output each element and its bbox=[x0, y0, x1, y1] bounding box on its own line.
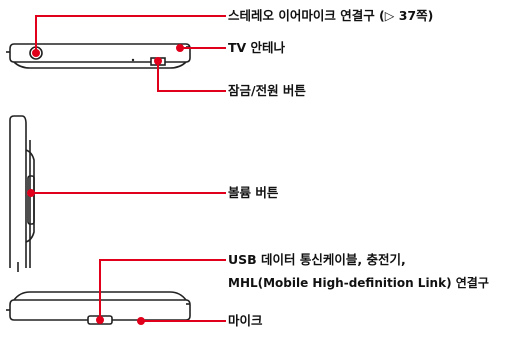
callout-stereo-jack bbox=[35, 15, 226, 53]
callout-dot-stereo-jack bbox=[32, 49, 40, 57]
callout-lines bbox=[27, 15, 226, 325]
label-volume: 볼륨 버튼 bbox=[228, 185, 279, 200]
callout-power-lock bbox=[157, 61, 226, 92]
label-tv-antenna: TV 안테나 bbox=[228, 40, 286, 55]
label-stereo-jack: 스테레오 이어마이크 연결구 (▷ 37쪽) bbox=[228, 8, 434, 23]
callout-dot-tv-antenna bbox=[176, 44, 184, 52]
label-usb-line2: MHL(Mobile High-definition Link) 연결구 bbox=[228, 276, 489, 290]
phone-side-view bbox=[9, 115, 35, 272]
label-mic: 마이크 bbox=[228, 313, 263, 328]
callout-dot-mic bbox=[137, 317, 145, 325]
volume-button-shape bbox=[27, 175, 35, 225]
callout-usb bbox=[99, 259, 226, 320]
label-usb-line1: USB 데이터 통신케이블, 충전기, bbox=[228, 252, 406, 267]
callout-dot-volume bbox=[27, 189, 35, 197]
label-power-lock: 잠금/전원 버튼 bbox=[228, 83, 306, 98]
callout-dot-power-lock bbox=[154, 57, 162, 65]
callout-dot-usb bbox=[96, 316, 104, 324]
